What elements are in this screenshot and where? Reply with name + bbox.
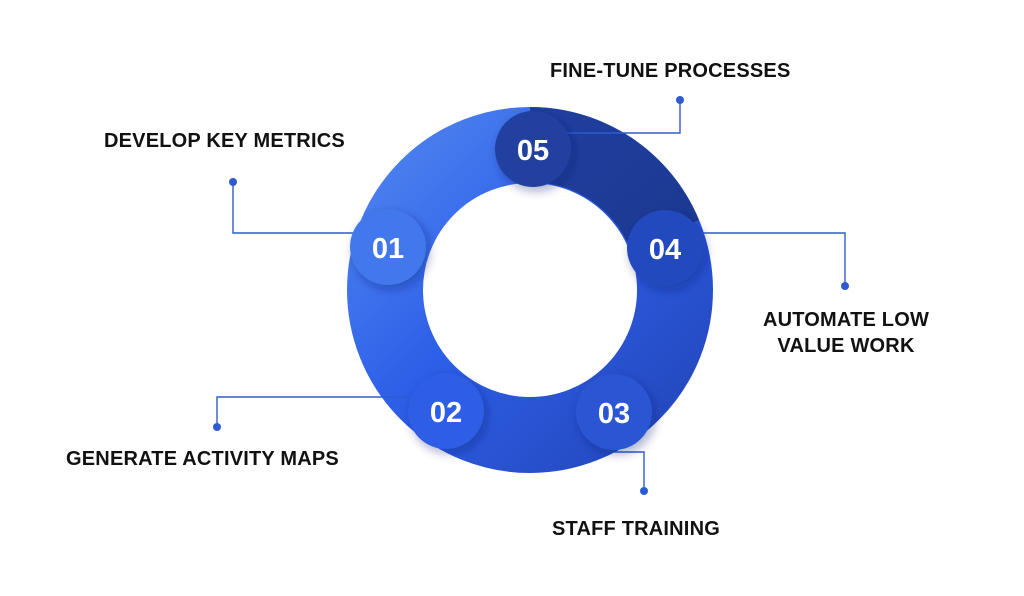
step-label-04: AUTOMATE LOW VALUE WORK: [748, 307, 944, 359]
step-badge-circle: [350, 209, 426, 285]
step-number: 05: [517, 135, 549, 167]
step-label-02: GENERATE ACTIVITY MAPS: [66, 448, 339, 470]
connector-05: [564, 100, 681, 134]
step-number: 01: [372, 233, 404, 265]
step-badge-03: 03: [576, 374, 652, 450]
step-number: 03: [598, 398, 630, 430]
step-label-01: DEVELOP KEY METRICS: [104, 130, 345, 152]
step-badge-01: 01: [350, 209, 426, 285]
step-badge-circle: [627, 210, 703, 286]
step-badge-05: 05: [495, 111, 571, 187]
connector-dot-03: [640, 487, 648, 495]
connector-dot-02: [213, 423, 221, 431]
connector-02: [216, 396, 412, 427]
step-badge-02: 02: [408, 373, 484, 449]
step-number: 02: [430, 397, 462, 429]
step-label-04-line1: AUTOMATE LOW: [762, 309, 930, 331]
step-label-04-line2: VALUE WORK: [777, 335, 915, 357]
connector-dot-04: [841, 282, 849, 290]
step-badge-04: 04: [627, 210, 703, 286]
step-badge-circle: [576, 374, 652, 450]
step-label-05: FINE-TUNE PROCESSES: [550, 60, 791, 82]
connector-dots: [213, 96, 849, 495]
step-number: 04: [649, 234, 681, 266]
step-badge-circle: [495, 111, 571, 187]
connector-03: [614, 451, 645, 491]
step-badge-circle: [408, 373, 484, 449]
step-label-03: STAFF TRAINING: [552, 518, 720, 540]
connector-04: [701, 232, 846, 286]
connector-dot-01: [229, 178, 237, 186]
connector-01: [232, 182, 361, 234]
connector-dot-05: [676, 96, 684, 104]
connectors: [216, 100, 846, 491]
